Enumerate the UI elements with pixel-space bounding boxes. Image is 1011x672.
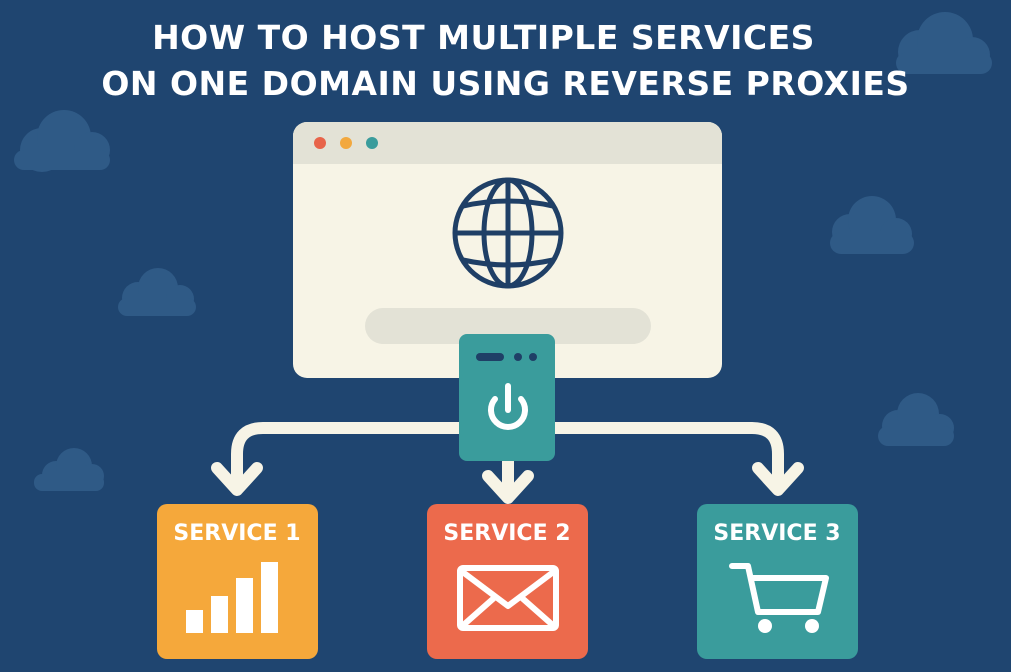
service-3-box	[697, 504, 858, 659]
service-3-label: SERVICE 3	[713, 521, 841, 546]
maximize-dot-icon	[366, 137, 378, 149]
arrow-head-service-1	[211, 462, 263, 496]
minimize-dot-icon	[340, 137, 352, 149]
reverse-proxy-server	[459, 334, 555, 461]
service-card-2	[427, 504, 588, 659]
cloud-icon	[34, 448, 104, 491]
routing-arrows	[211, 422, 804, 504]
cloud-icon	[830, 196, 914, 254]
arrow-head-service-3	[752, 462, 804, 496]
browser-window	[293, 122, 722, 378]
cloud-icon	[896, 12, 992, 74]
arrow-to-service-1	[231, 422, 468, 492]
service-1-label: SERVICE 1	[173, 521, 301, 546]
bar-chart-icon	[186, 562, 278, 633]
server-led	[529, 353, 537, 361]
close-dot-icon	[314, 137, 326, 149]
arrow-head-service-2	[482, 470, 534, 504]
shopping-cart-icon	[729, 563, 829, 633]
server-slot	[476, 353, 504, 361]
cloud-icon	[14, 110, 110, 172]
power-icon	[488, 383, 528, 430]
service-card-1	[157, 504, 318, 659]
envelope-icon	[457, 565, 559, 631]
page-title-line-2: ON ONE DOMAIN USING REVERSE PROXIES	[101, 64, 910, 103]
globe-icon	[452, 177, 564, 289]
service-card-3	[697, 504, 858, 659]
browser-title-bar	[293, 122, 722, 164]
background-clouds	[14, 12, 992, 491]
arrow-to-service-3	[548, 422, 784, 492]
cloud-icon	[878, 393, 954, 446]
page-title-line-1: HOW TO HOST MULTIPLE SERVICES	[152, 18, 815, 57]
service-2-label: SERVICE 2	[443, 521, 571, 546]
cloud-icon	[118, 268, 196, 316]
address-bar	[365, 308, 651, 344]
server-led	[514, 353, 522, 361]
